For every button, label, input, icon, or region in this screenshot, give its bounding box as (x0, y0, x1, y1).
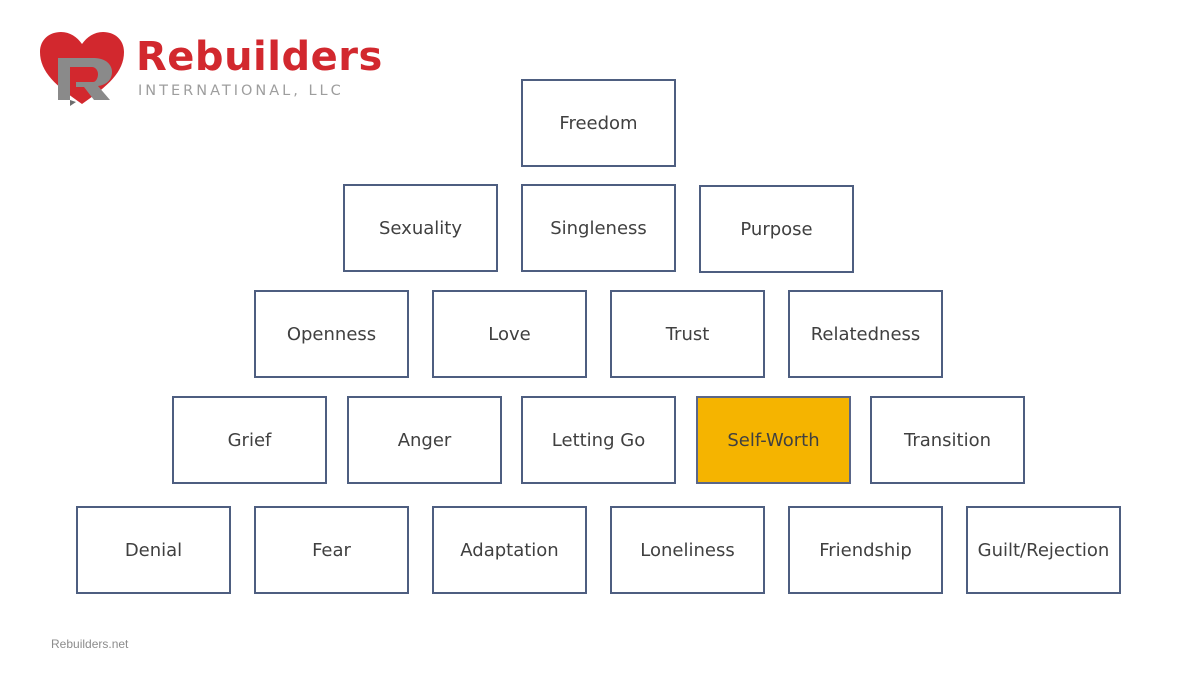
heart-r-logo-icon (40, 32, 124, 106)
pyramid-box-transition: Transition (870, 396, 1025, 484)
pyramid-box-guilt-rejection: Guilt/Rejection (966, 506, 1121, 594)
pyramid-box-purpose: Purpose (699, 185, 854, 273)
logo-name: Rebuilders (136, 34, 383, 80)
footer-url: Rebuilders.net (51, 637, 129, 651)
pyramid-box-letting-go: Letting Go (521, 396, 676, 484)
pyramid-box-fear: Fear (254, 506, 409, 594)
pyramid-box-freedom: Freedom (521, 79, 676, 167)
logo-subtitle: INTERNATIONAL, LLC (138, 83, 344, 99)
pyramid-box-adaptation: Adaptation (432, 506, 587, 594)
pyramid-box-openness: Openness (254, 290, 409, 378)
pyramid-box-denial: Denial (76, 506, 231, 594)
pyramid-box-grief: Grief (172, 396, 327, 484)
pyramid-box-self-worth: Self-Worth (696, 396, 851, 484)
pyramid-box-trust: Trust (610, 290, 765, 378)
pyramid-box-friendship: Friendship (788, 506, 943, 594)
logo: Rebuilders INTERNATIONAL, LLC (36, 30, 382, 110)
pyramid-box-sexuality: Sexuality (343, 184, 498, 272)
pyramid-box-anger: Anger (347, 396, 502, 484)
pyramid-box-relatedness: Relatedness (788, 290, 943, 378)
pyramid-box-love: Love (432, 290, 587, 378)
pyramid-box-loneliness: Loneliness (610, 506, 765, 594)
pyramid-box-singleness: Singleness (521, 184, 676, 272)
